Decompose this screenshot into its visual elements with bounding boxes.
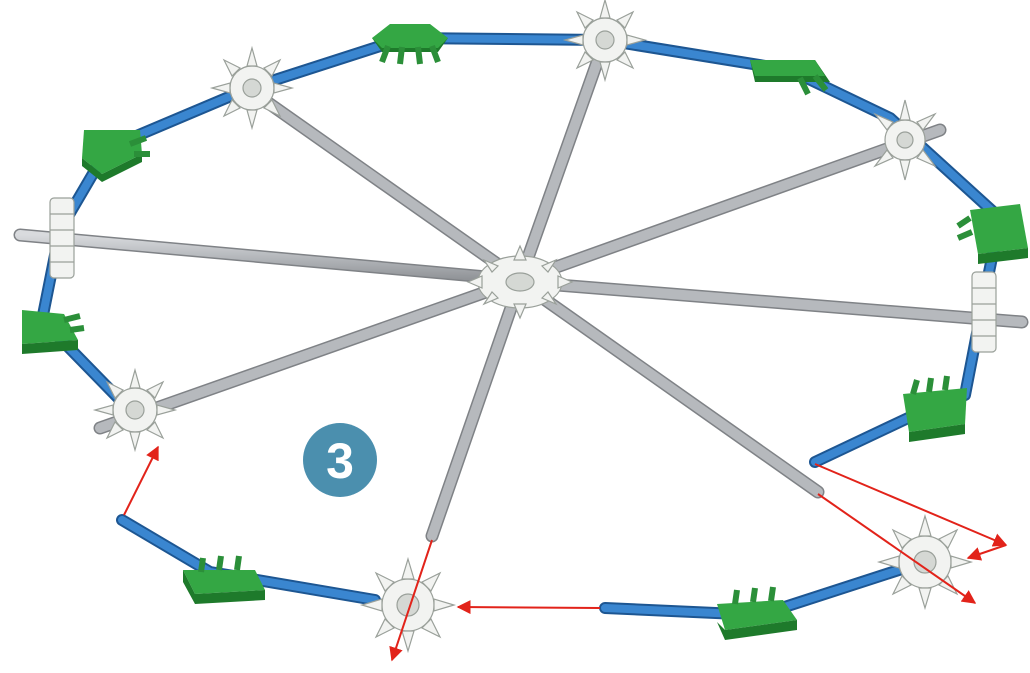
white-connector-icon: [562, 0, 648, 83]
arrow-icon: [456, 600, 601, 615]
white-connector-icon: [359, 556, 457, 654]
green-connector-icon: [750, 60, 830, 96]
assembly-arrows: [123, 445, 1008, 662]
green-connector-icon: [717, 586, 797, 640]
arrow-icon: [966, 544, 1007, 561]
arrow-icon: [814, 463, 1008, 547]
green-connector-icon: [956, 204, 1028, 264]
gray-rod-icon: [425, 275, 527, 543]
green-connector-icon: [903, 375, 967, 442]
step-number: 3: [326, 433, 354, 489]
white-connector-icon: [49, 197, 75, 279]
green-connector-icon: [22, 310, 85, 354]
white-connector-icon: [876, 513, 974, 611]
arrow-icon: [817, 493, 977, 604]
green-connectors: [22, 24, 1028, 640]
gray-rod-icon: [513, 123, 947, 287]
rim-rods: [36, 32, 1006, 621]
gray-rod-icon: [513, 275, 825, 499]
gray-rod-icon: [513, 275, 1029, 329]
white-connector-icon: [873, 99, 937, 181]
gray-rod-icon: [243, 83, 527, 287]
spokes: [13, 33, 1029, 543]
step-number-badge: 3: [303, 423, 377, 497]
green-connector-icon: [183, 555, 265, 604]
gray-rod-icon: [513, 33, 612, 287]
green-connector-icon: [372, 24, 448, 65]
gray-rod-icon: [93, 273, 527, 435]
gray-rod-icon: [13, 228, 527, 287]
white-hub-connector-icon: [466, 244, 574, 320]
white-connector-icon: [209, 45, 295, 131]
green-connector-icon: [82, 130, 150, 182]
arrow-icon: [123, 445, 159, 516]
arrow-icon: [389, 539, 433, 662]
white-connector-icon: [92, 367, 178, 453]
white-connector-icon: [971, 271, 997, 353]
